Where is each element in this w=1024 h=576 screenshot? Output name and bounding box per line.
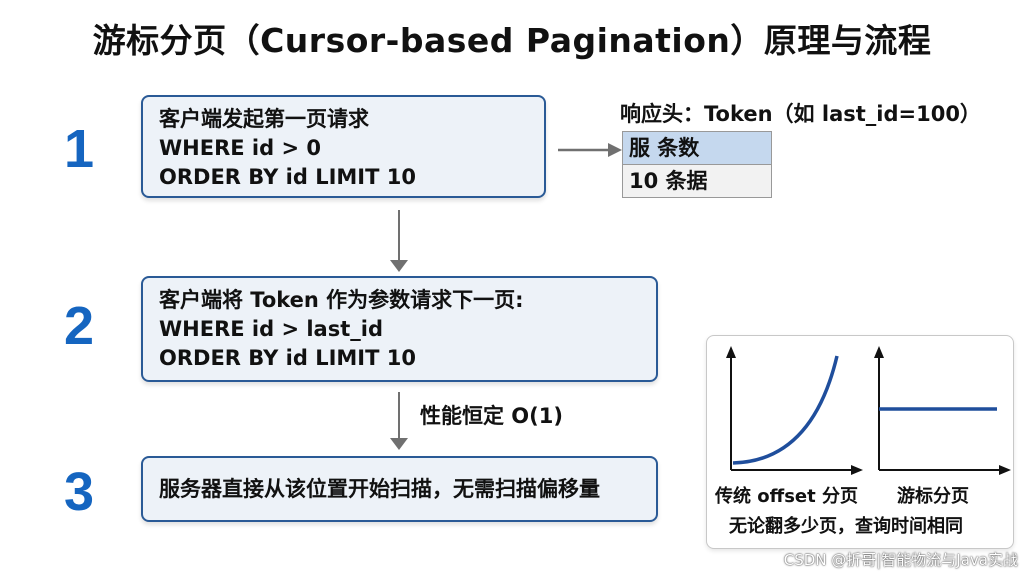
step-1-line-1: 客户端发起第一页请求 <box>159 107 369 131</box>
response-row-2: 10 条据 <box>623 165 771 197</box>
response-table: 服 条数 10 条据 <box>622 131 772 198</box>
page-title: 游标分页（Cursor-based Pagination）原理与流程 <box>92 21 932 60</box>
cursor-chart <box>874 346 1011 475</box>
arrow-1-to-2-shaft <box>398 210 400 262</box>
step-1-number: 1 <box>64 119 95 179</box>
offset-chart <box>726 346 863 475</box>
offset-x-arrow <box>851 465 863 475</box>
comparison-charts <box>726 346 1011 475</box>
response-arrow <box>558 143 622 157</box>
response-row-1: 服 条数 <box>623 132 771 165</box>
step-1-line-3: ORDER BY id LIMIT 10 <box>159 165 416 189</box>
offset-y-arrow <box>726 346 736 358</box>
arrow-2-to-3-shaft <box>398 392 400 440</box>
step-2-box: 客户端将 Token 作为参数请求下一页: WHERE id > last_id… <box>141 276 658 382</box>
arrow-1-to-2-head <box>390 260 408 272</box>
step-3-box: 服务器直接从该位置开始扫描，无需扫描偏移量 <box>141 456 658 522</box>
comparison-caption: 无论翻多少页，查询时间相同 <box>729 516 963 537</box>
cursor-label: 游标分页 <box>897 486 969 507</box>
step-3-number: 3 <box>64 462 95 522</box>
step-1-box: 客户端发起第一页请求 WHERE id > 0 ORDER BY id LIMI… <box>141 95 546 198</box>
cursor-y-arrow <box>874 346 884 358</box>
performance-label: 性能恒定 O(1) <box>420 404 563 428</box>
watermark: CSDN @折哥|智能物流与Java实战 <box>783 551 1018 569</box>
step-2-line-1: 客户端将 Token 作为参数请求下一页: <box>159 288 524 312</box>
step-2-number: 2 <box>64 296 95 356</box>
step-3-line-1: 服务器直接从该位置开始扫描，无需扫描偏移量 <box>159 477 600 501</box>
cursor-x-arrow <box>999 465 1011 475</box>
comparison-panel: 传统 offset 分页 游标分页 无论翻多少页，查询时间相同 <box>706 335 1014 549</box>
offset-curve <box>732 355 839 465</box>
arrow-2-to-3-head <box>390 438 408 450</box>
step-2-line-2: WHERE id > last_id <box>159 317 383 341</box>
response-header-label: 响应头：Token（如 last_id=100） <box>620 102 981 126</box>
step-2-line-3: ORDER BY id LIMIT 10 <box>159 346 416 370</box>
offset-label: 传统 offset 分页 <box>715 486 859 507</box>
step-1-line-2: WHERE id > 0 <box>159 136 321 160</box>
